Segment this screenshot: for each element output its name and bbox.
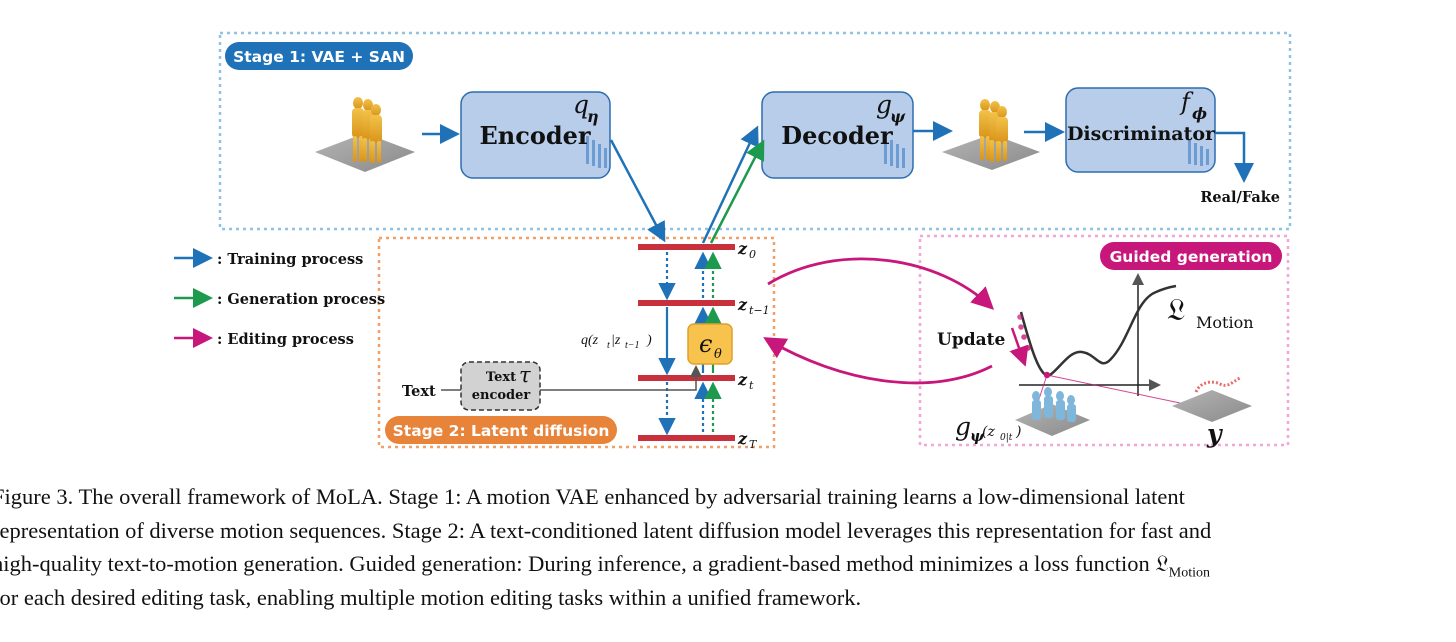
caption-line-2: representation of diverse motion sequenc… xyxy=(0,517,1212,543)
legend-label-2: : Editing process xyxy=(217,331,354,348)
decoder-symbol-sub: ψ xyxy=(890,107,906,126)
svg-text:g: g xyxy=(955,412,971,441)
decoder-symbol: g xyxy=(876,90,892,119)
encoder-box: Encoder q η xyxy=(460,90,611,179)
svg-text:Stage 1: VAE + SAN: Stage 1: VAE + SAN xyxy=(233,48,405,66)
svg-text:ϵ: ϵ xyxy=(699,330,712,358)
latent-label-2: z xyxy=(737,370,748,389)
latent-label-sub-0: 0 xyxy=(749,248,756,261)
legend-label-1: : Generation process xyxy=(217,291,385,308)
latent-bar-zT xyxy=(638,435,735,441)
latent-label-sub-1: t−1 xyxy=(749,304,770,317)
svg-text:ψ: ψ xyxy=(970,427,985,445)
latent-label-3: z xyxy=(737,429,748,448)
generated-motion-figure xyxy=(1015,387,1090,436)
forward-process-label: q(z t |z t−1 ) xyxy=(581,333,652,351)
text-encoder-box: Text encoder τ xyxy=(460,361,541,411)
latent-bar-zt-1 xyxy=(638,300,735,306)
encoder-label: Encoder xyxy=(479,121,590,150)
legend: : Training process : Generation process : … xyxy=(174,248,385,348)
denoiser-box: ϵ θ xyxy=(687,323,733,365)
decoder-box: Decoder g ψ xyxy=(761,90,914,179)
decoder-label: Decoder xyxy=(781,121,893,150)
discriminator-label: Discriminator xyxy=(1067,123,1216,145)
framework-diagram: Stage 1: VAE + SAN Stage 2: Latent diffu… xyxy=(174,31,1292,451)
stage2-badge: Stage 2: Latent diffusion xyxy=(385,416,617,444)
svg-text:q(z: q(z xyxy=(581,333,599,348)
arrow-text-encoder-to-denoiser xyxy=(540,365,702,391)
svg-text:encoder: encoder xyxy=(472,388,531,403)
latent-bar-zt xyxy=(638,375,735,381)
svg-text:Guided generation: Guided generation xyxy=(1110,248,1273,266)
svg-text:): ) xyxy=(646,333,652,348)
svg-text:𝔏: 𝔏 xyxy=(1167,292,1185,328)
legend-label-0: : Training process xyxy=(217,251,363,268)
arrow-z0-to-decoder xyxy=(701,125,759,244)
svg-text:t−1: t−1 xyxy=(625,340,640,351)
caption-line-3: high-quality text-to-motion generation. … xyxy=(0,551,1210,581)
latent-bar-z0 xyxy=(638,244,735,250)
figure-caption: Figure 3. The overall framework of MoLA.… xyxy=(0,480,1456,614)
svg-text:τ: τ xyxy=(519,363,531,387)
generator-label: g ψ (z 0|t ) xyxy=(955,412,1021,445)
latent-label-0: z xyxy=(737,239,748,258)
encoder-symbol-sub: η xyxy=(587,107,599,126)
svg-text:t: t xyxy=(607,340,610,351)
svg-text:Text: Text xyxy=(486,370,516,385)
svg-text:Stage 2: Latent diffusion: Stage 2: Latent diffusion xyxy=(393,422,610,440)
guided-badge: Guided generation xyxy=(1100,242,1282,270)
caption-line-4: for each desired editing task, enabling … xyxy=(0,584,862,610)
svg-text:(z: (z xyxy=(982,424,995,440)
update-label: Update xyxy=(937,330,1005,350)
target-y-label: y xyxy=(1206,419,1223,448)
arrow-encoder-to-z0 xyxy=(609,139,666,243)
arrow-guided-to-denoiser xyxy=(763,337,993,385)
discriminator-symbol-sub: ϕ xyxy=(1192,104,1207,123)
real-fake-label: Real/Fake xyxy=(1200,189,1280,206)
input-motion-figure xyxy=(315,97,415,172)
discriminator-box: Discriminator f ϕ xyxy=(1065,87,1216,173)
encoder-symbol: q xyxy=(573,90,589,119)
loss-label: 𝔏 Motion xyxy=(1167,292,1254,332)
svg-text:0|t: 0|t xyxy=(1000,433,1013,443)
arrow-discriminator-to-realfake xyxy=(1215,131,1254,183)
svg-text:|z: |z xyxy=(611,333,621,348)
latent-label-sub-2: t xyxy=(749,379,754,392)
svg-text:): ) xyxy=(1015,424,1021,440)
svg-text:Motion: Motion xyxy=(1196,313,1254,332)
stage1-badge: Stage 1: VAE + SAN xyxy=(225,42,413,70)
text-input-label: Text xyxy=(402,383,436,400)
arrow-z0-to-decoder-generation xyxy=(709,139,765,244)
output-motion-figure xyxy=(942,99,1040,170)
guided-frame xyxy=(918,234,1290,447)
target-trajectory-figure xyxy=(1172,376,1252,422)
svg-text:θ: θ xyxy=(714,347,722,362)
arrow-z0-to-guided xyxy=(767,257,995,310)
latent-label-sub-3: T xyxy=(749,438,758,451)
stage1-frame xyxy=(218,31,1292,231)
caption-line-1: Figure 3. The overall framework of MoLA.… xyxy=(0,484,1185,509)
latent-label-1: z xyxy=(737,295,748,314)
